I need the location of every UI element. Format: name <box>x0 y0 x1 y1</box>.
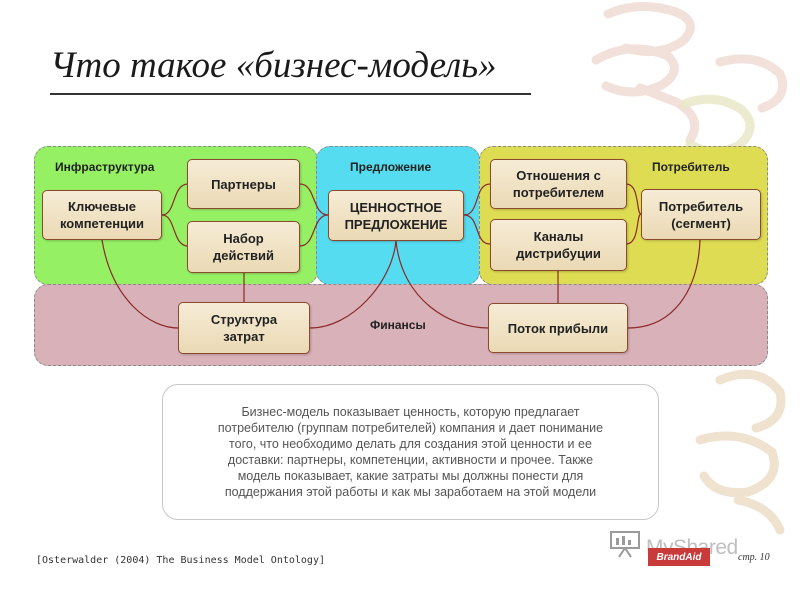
distribution-channels-label: Каналы дистрибуции <box>516 229 601 261</box>
customer-relationship-label: Отношения с потребителем <box>512 168 605 200</box>
description-box: Бизнес-модель показывает ценность, котор… <box>162 384 659 520</box>
cost-structure-block: Структура затрат <box>178 302 310 354</box>
value-proposition-label: ЦЕННОСТНОЕ ПРЕДЛОЖЕНИЕ <box>344 199 448 232</box>
consumer-label: Потребитель <box>652 160 730 174</box>
value-proposition-block: ЦЕННОСТНОЕ ПРЕДЛОЖЕНИЕ <box>328 190 464 241</box>
cost-structure-label: Структура затрат <box>210 312 278 344</box>
activity-set-block: Набор действий <box>187 221 300 273</box>
key-competencies-label: Ключевые компетенции <box>59 199 145 231</box>
title-underline <box>50 93 531 95</box>
key-competencies-block: Ключевые компетенции <box>42 190 162 240</box>
finance-label: Финансы <box>370 318 426 332</box>
customer-segment-label: Потребитель (сегмент) <box>658 198 744 231</box>
revenue-stream-label: Поток прибыли <box>507 320 609 336</box>
activity-set-label: Набор действий <box>212 231 275 263</box>
offer-label: Предложение <box>350 160 432 174</box>
partners-label: Партнеры <box>211 176 276 192</box>
revenue-stream-block: Поток прибыли <box>488 303 628 353</box>
page-number: стр. 10 <box>738 552 770 563</box>
description-text: Бизнес-модель показывает ценность, котор… <box>217 405 604 499</box>
partners-block: Партнеры <box>187 159 300 209</box>
customer-segment-block: Потребитель (сегмент) <box>641 189 761 240</box>
customer-relationship-block: Отношения с потребителем <box>490 159 627 209</box>
brand-badge: BrandAid <box>648 548 710 566</box>
page-title: Что такое «бизнес-модель» <box>50 45 497 86</box>
presentation-board-icon <box>610 531 640 558</box>
distribution-channels-block: Каналы дистрибуции <box>490 219 627 271</box>
citation: [Osterwalder (2004) The Business Model O… <box>36 555 325 566</box>
infrastructure-label: Инфраструктура <box>55 160 155 174</box>
